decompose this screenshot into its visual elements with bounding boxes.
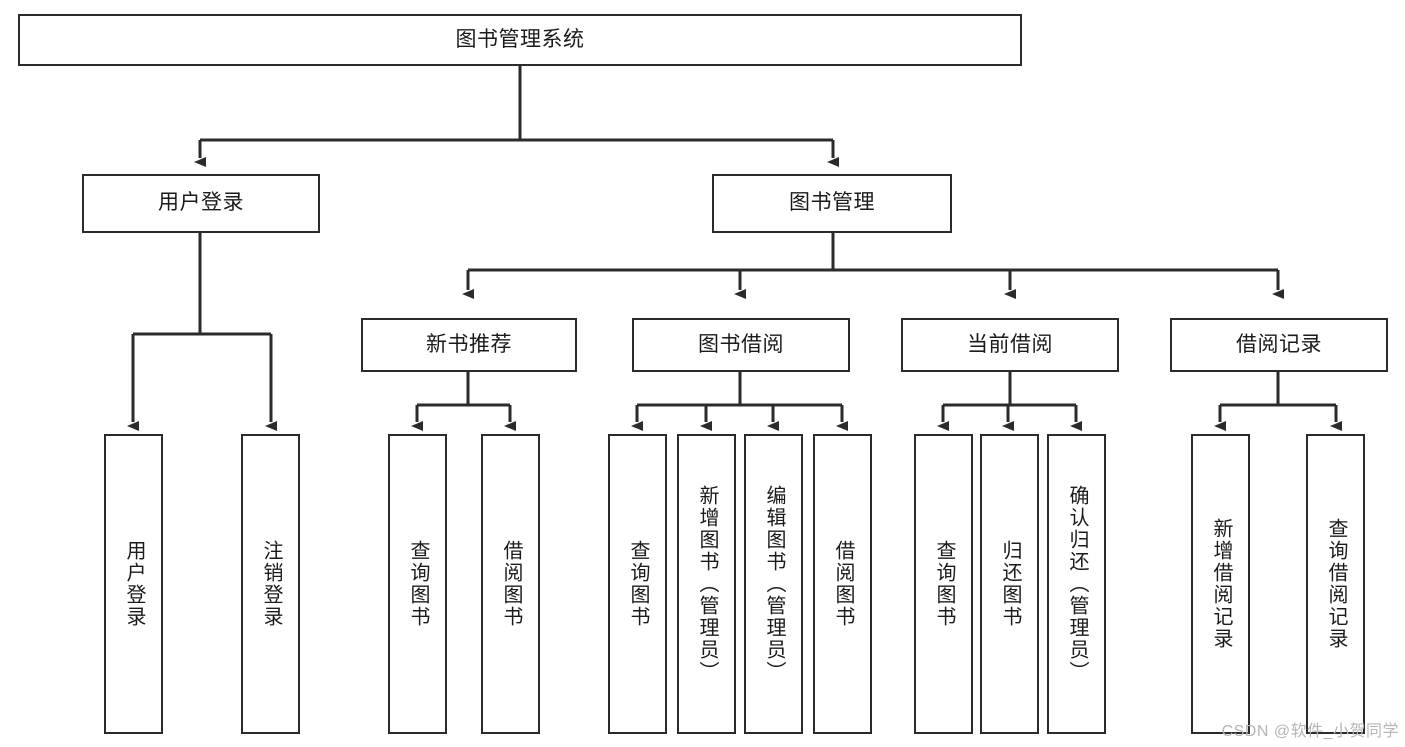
node-leaf-query-book-1-label: 查询图书 — [407, 540, 429, 628]
node-book-borrow-label: 图书借阅 — [698, 332, 784, 356]
node-leaf-query-book-3-label: 查询图书 — [933, 540, 955, 628]
node-leaf-user-logout[interactable]: 注销登录 — [241, 434, 300, 734]
node-leaf-query-book-3[interactable]: 查询图书 — [914, 434, 973, 734]
node-leaf-add-book[interactable]: 新增图书（管理员） — [677, 434, 736, 734]
node-new-book-recommend-label: 新书推荐 — [426, 332, 512, 356]
node-book-management-label: 图书管理 — [789, 191, 875, 215]
node-leaf-user-login-label: 用户登录 — [123, 540, 145, 628]
node-root[interactable]: 图书管理系统 — [18, 14, 1022, 66]
node-leaf-user-login[interactable]: 用户登录 — [104, 434, 163, 734]
node-leaf-query-book-2-label: 查询图书 — [627, 540, 649, 628]
node-book-borrow[interactable]: 图书借阅 — [632, 318, 850, 372]
node-leaf-borrow-book-1[interactable]: 借阅图书 — [481, 434, 540, 734]
node-current-borrow[interactable]: 当前借阅 — [901, 318, 1119, 372]
node-leaf-return-book-label: 归还图书 — [999, 540, 1021, 628]
node-current-borrow-label: 当前借阅 — [967, 332, 1053, 356]
node-leaf-edit-book[interactable]: 编辑图书（管理员） — [744, 434, 803, 734]
node-leaf-borrow-book-1-label: 借阅图书 — [500, 540, 522, 628]
node-leaf-edit-book-label: 编辑图书（管理员） — [763, 485, 785, 683]
node-leaf-borrow-book-2[interactable]: 借阅图书 — [813, 434, 872, 734]
node-user-login-label: 用户登录 — [158, 191, 244, 215]
node-borrow-record[interactable]: 借阅记录 — [1170, 318, 1388, 372]
node-user-login[interactable]: 用户登录 — [82, 174, 320, 233]
node-root-label: 图书管理系统 — [455, 27, 585, 51]
node-leaf-query-book-1[interactable]: 查询图书 — [388, 434, 447, 734]
node-new-book-recommend[interactable]: 新书推荐 — [361, 318, 577, 372]
node-leaf-query-book-2[interactable]: 查询图书 — [608, 434, 667, 734]
node-leaf-add-record[interactable]: 新增借阅记录 — [1191, 434, 1250, 734]
node-leaf-confirm-return-label: 确认归还（管理员） — [1066, 485, 1088, 683]
node-book-management[interactable]: 图书管理 — [712, 174, 952, 233]
node-leaf-query-record[interactable]: 查询借阅记录 — [1306, 434, 1365, 734]
node-leaf-add-record-label: 新增借阅记录 — [1210, 518, 1232, 650]
node-leaf-return-book[interactable]: 归还图书 — [980, 434, 1039, 734]
node-leaf-confirm-return[interactable]: 确认归还（管理员） — [1047, 434, 1106, 734]
node-leaf-query-record-label: 查询借阅记录 — [1325, 518, 1347, 650]
watermark-text: CSDN @软件_小贺同学 — [1221, 723, 1399, 740]
node-leaf-user-logout-label: 注销登录 — [260, 540, 282, 628]
node-borrow-record-label: 借阅记录 — [1236, 332, 1322, 356]
node-leaf-borrow-book-2-label: 借阅图书 — [832, 540, 854, 628]
node-leaf-add-book-label: 新增图书（管理员） — [696, 485, 718, 683]
